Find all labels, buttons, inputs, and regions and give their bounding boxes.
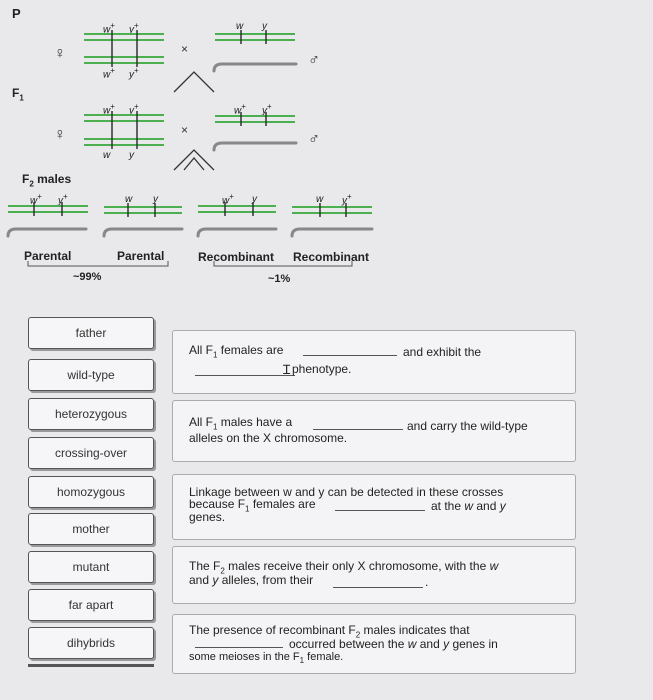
x-chromosomes (8, 33, 372, 214)
statement-card-3: Linkage between w and y can be detected … (172, 474, 576, 540)
allele-label: y+ (58, 192, 68, 207)
statement-text: alleles on the X chromosome. (189, 431, 348, 445)
allele-label: y (262, 21, 267, 32)
drop-target-blank[interactable] (335, 510, 425, 511)
parental-label: Parental (117, 249, 165, 263)
allele-label: w (125, 194, 133, 205)
allele-label: w+ (30, 192, 42, 207)
text-cursor-icon: Ɪ (283, 362, 291, 377)
grouping-brackets (27, 261, 353, 267)
female-symbol-icon: ♀ (54, 126, 66, 143)
statement-text: because F1 females are (189, 497, 316, 514)
drop-target-blank[interactable] (333, 587, 423, 588)
statement-text: at the w and y (431, 499, 506, 513)
allele-label: y+ (129, 102, 139, 117)
statement-text: The F2 males receive their only X chromo… (189, 559, 499, 576)
f2-generation-label: F2 males (22, 172, 72, 189)
cross-symbol: × (181, 42, 189, 56)
statement-text: genes. (189, 510, 226, 524)
allele-label: y+ (129, 21, 139, 36)
drop-target-blank[interactable] (195, 375, 295, 376)
statement-text: Linkage between w and y can be detected … (189, 485, 504, 499)
word-option-wild-type[interactable]: wild-type (28, 359, 154, 391)
statement-text: phenotype. (292, 362, 352, 376)
allele-label: y+ (342, 192, 352, 207)
statement-card-5: The presence of recombinant F2 males ind… (172, 614, 576, 674)
parental-label: Parental (24, 249, 72, 263)
word-option-dihybrids[interactable]: dihybrids (28, 627, 154, 659)
male-symbol-icon: ♂ (308, 131, 320, 148)
recombinant-label: Recombinant (198, 250, 275, 264)
word-option-mother[interactable]: mother (28, 513, 154, 545)
drop-target-blank[interactable] (303, 355, 397, 356)
statement-text: occurred between the w and y genes in (289, 637, 498, 651)
allele-label: w+ (103, 21, 115, 36)
word-option-mutant[interactable]: mutant (28, 551, 154, 583)
allele-label: w+ (222, 192, 234, 207)
allele-label: w+ (234, 102, 246, 117)
allele-label: y (129, 150, 134, 161)
allele-label: y+ (262, 102, 272, 117)
parental-percent: ~99% (73, 271, 102, 283)
drop-target-blank[interactable] (313, 429, 403, 430)
recombinant-percent: ~1% (268, 273, 291, 285)
locus-ticks (33, 30, 347, 217)
word-option-far-apart[interactable]: far apart (28, 589, 154, 621)
cross-symbol: × (181, 123, 189, 137)
allele-label: w (316, 194, 324, 205)
statement-text: and y alleles, from their (189, 573, 314, 587)
statement-text: All F1 males have a (189, 415, 293, 432)
statement-text: and exhibit the (403, 345, 482, 359)
p-generation-label: P (12, 6, 21, 21)
statement-card-1: All F1 females are and exhibit the Ɪ phe… (172, 330, 576, 394)
word-option-father[interactable]: father (28, 317, 154, 349)
male-symbol-icon: ♂ (308, 52, 320, 69)
allele-label: w (103, 150, 111, 161)
y-chromosomes (6, 62, 374, 238)
statement-text: The presence of recombinant F2 males ind… (189, 623, 470, 640)
word-option-homozygous[interactable]: homozygous (28, 476, 154, 508)
allele-label: w (236, 21, 244, 32)
recombinant-label: Recombinant (293, 250, 370, 264)
allele-label: y (153, 194, 158, 205)
statement-text: All F1 females are (189, 343, 284, 360)
chromosome-drawing (6, 30, 374, 267)
allele-label: w+ (103, 102, 115, 117)
cross-arrows (173, 71, 215, 171)
allele-label: y (252, 194, 257, 205)
allele-label: w+ (103, 66, 115, 81)
statement-text: and carry the wild-type (407, 419, 528, 433)
f1-generation-label: F1 (12, 86, 24, 103)
statement-card-2: All F1 males have a and carry the wild-t… (172, 400, 576, 462)
word-box-edge (28, 664, 154, 667)
statement-card-4: The F2 males receive their only X chromo… (172, 546, 576, 604)
allele-label: y+ (129, 66, 139, 81)
statement-text: some meioses in the F1 female. (189, 651, 344, 666)
drop-target-blank[interactable] (195, 647, 283, 648)
word-option-crossing-over[interactable]: crossing-over (28, 437, 154, 469)
female-symbol-icon: ♀ (54, 45, 66, 62)
statement-text: . (425, 575, 429, 589)
word-option-heterozygous[interactable]: heterozygous (28, 398, 154, 430)
